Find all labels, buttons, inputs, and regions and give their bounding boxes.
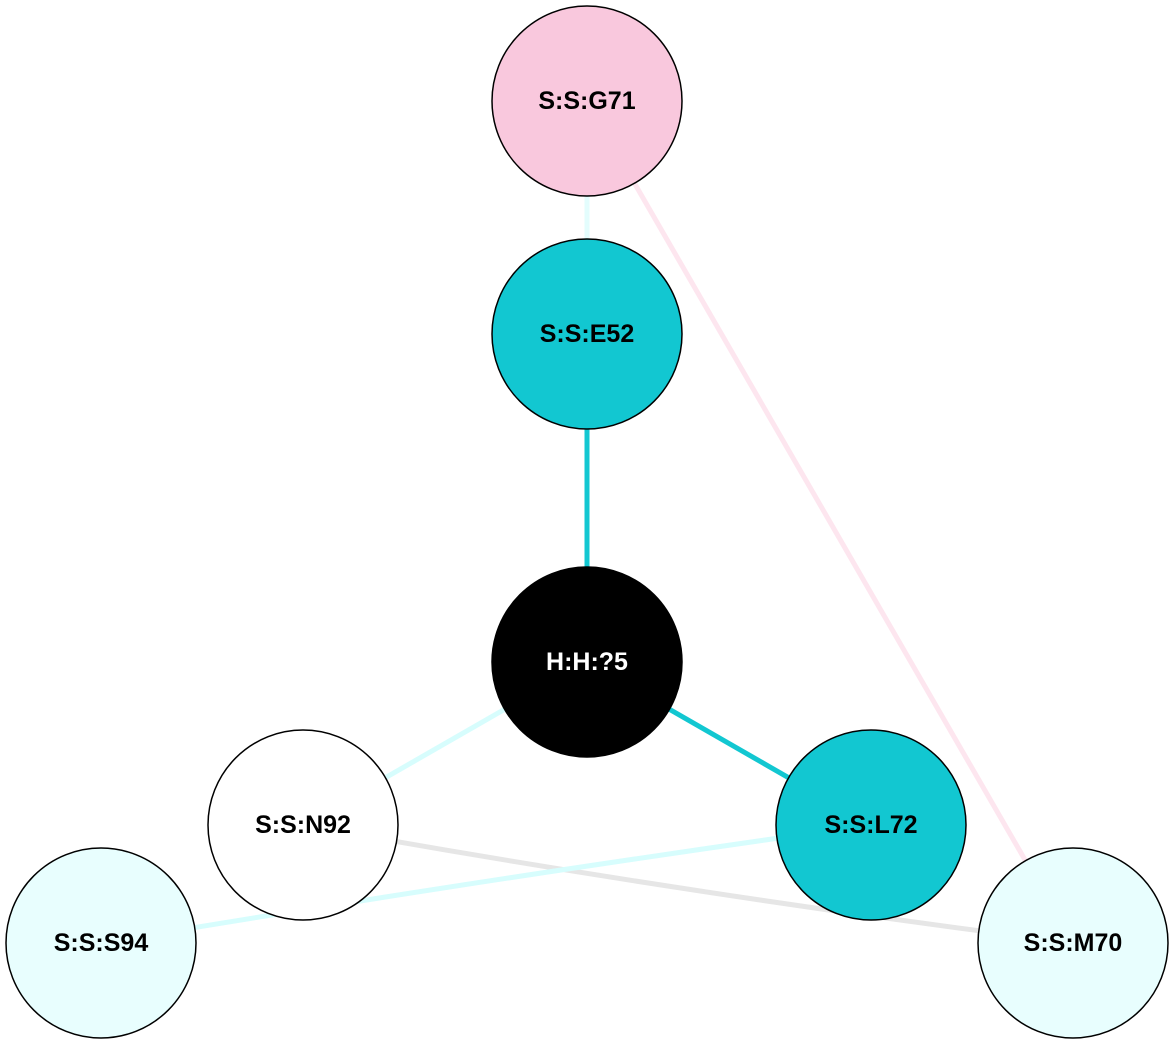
node-circle	[207, 729, 399, 921]
node-circle	[491, 238, 683, 430]
node-circle	[977, 847, 1169, 1039]
edge-l72-s94	[100, 822, 872, 946]
node-label: S:S:G71	[538, 87, 635, 115]
node-label: S:S:S94	[54, 929, 149, 957]
node-l72[interactable]: S:S:L72	[775, 729, 967, 921]
node-label: H:H:?5	[546, 648, 628, 676]
edge-n92-m70	[302, 822, 1074, 946]
node-circle	[491, 5, 683, 197]
node-label: S:S:N92	[255, 811, 351, 839]
node-label: S:S:E52	[540, 320, 634, 348]
node-h5[interactable]: H:H:?5	[491, 566, 683, 758]
node-circle	[5, 847, 197, 1039]
node-label: S:S:M70	[1024, 929, 1123, 957]
node-g71[interactable]: S:S:G71	[491, 5, 683, 197]
node-e52[interactable]: S:S:E52	[491, 238, 683, 430]
node-label: S:S:L72	[824, 811, 917, 839]
node-n92[interactable]: S:S:N92	[207, 729, 399, 921]
node-m70[interactable]: S:S:M70	[977, 847, 1169, 1039]
edge-g71-m70	[584, 99, 1076, 945]
node-circle	[491, 566, 683, 758]
node-s94[interactable]: S:S:S94	[5, 847, 197, 1039]
node-circle	[775, 729, 967, 921]
